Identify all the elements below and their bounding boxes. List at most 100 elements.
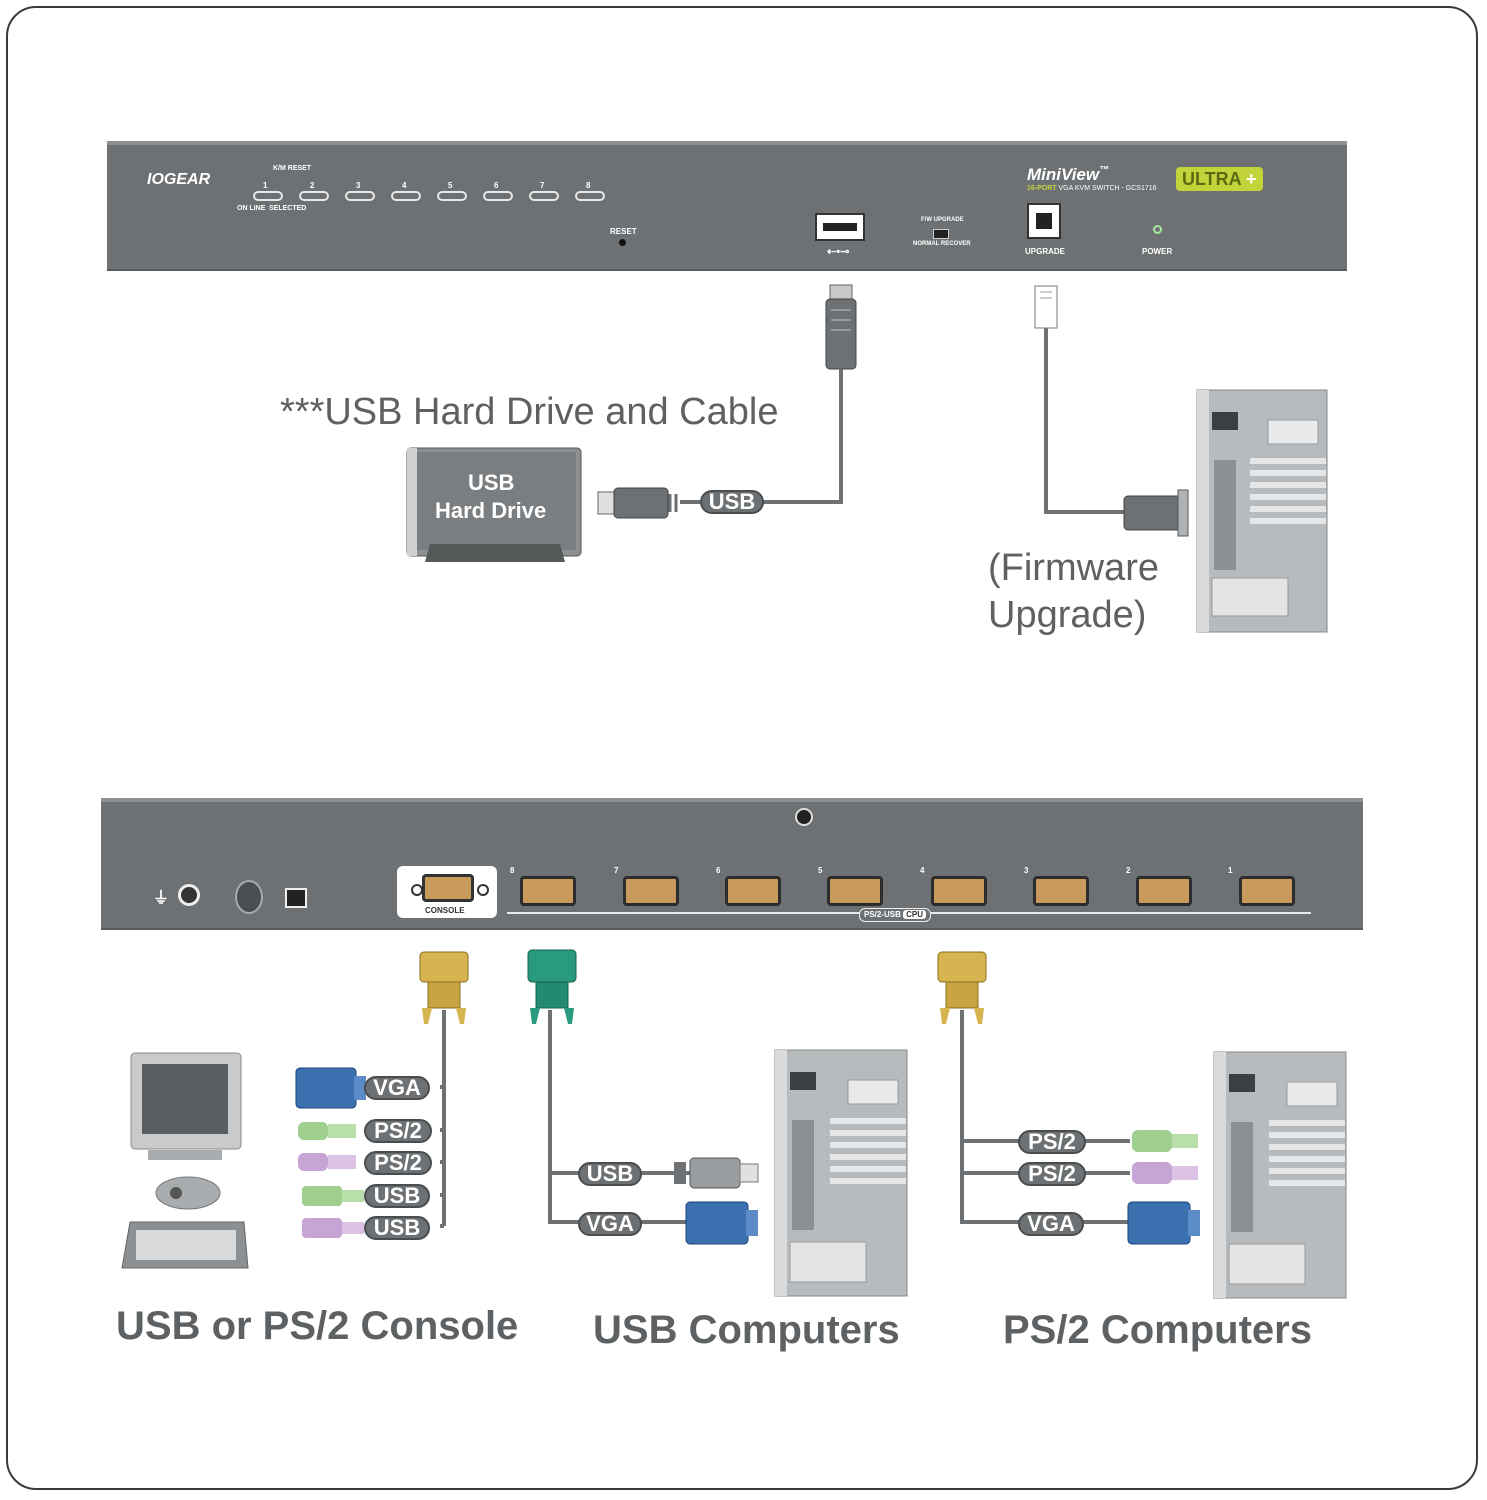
ps2-computer-purple-plug-icon: [1132, 1162, 1198, 1184]
cpu-port-number-3: 3: [1024, 866, 1029, 875]
ps2-computer-tower-icon: [1213, 1051, 1347, 1299]
subtitle-port: 16-PORT: [1027, 185, 1057, 192]
cpu-port-3[interactable]: [1033, 876, 1089, 906]
port-number-2: 2: [310, 181, 315, 190]
cpu-port-1[interactable]: [1239, 876, 1295, 906]
port-button-3[interactable]: [345, 191, 375, 201]
upgrade-port[interactable]: [1027, 203, 1061, 239]
console-caption: USB or PS/2 Console: [116, 1304, 519, 1348]
rj-plug-icon: [1034, 285, 1058, 329]
firmware-cable-line: [1044, 328, 1128, 514]
port-number-3: 3: [356, 181, 361, 190]
ultra-badge: ULTRA +: [1176, 167, 1263, 191]
normal-recover-label: NORMAL RECOVER: [913, 241, 971, 247]
port-number-6: 6: [494, 181, 499, 190]
console-usb-label-1: USB: [364, 1184, 430, 1208]
port-button-1[interactable]: [253, 191, 283, 201]
mount-screw-icon: [795, 808, 813, 826]
kvm-front-panel: IOGEAR K/M RESET 1 2 3 4 5 6 7 8 ON LINE…: [107, 141, 1347, 269]
ps2-computer-vga-plug-icon: [1127, 1201, 1200, 1245]
subtitle-rest: VGA KVM SWITCH - GCS1716: [1058, 185, 1157, 192]
console-cable-line: [440, 1010, 446, 1228]
firmware-upgrade-line1: (Firmware: [988, 547, 1159, 589]
usb-hard-drive-line2: Hard Drive: [435, 498, 547, 523]
power-switch-icon[interactable]: [235, 880, 263, 914]
console-kvm-connector-icon: [419, 951, 469, 1024]
console-ps2-green-plug-icon: [298, 1122, 356, 1140]
usb-port[interactable]: [815, 213, 865, 241]
product-tm: ™: [1099, 165, 1110, 176]
usb-hard-drive-icon: [406, 447, 582, 562]
usb-hard-drive-line1: USB: [468, 470, 515, 495]
cpu-port-7[interactable]: [623, 876, 679, 906]
cpu-port-2[interactable]: [1136, 876, 1192, 906]
monitor-icon: [130, 1052, 242, 1160]
cpu-port-4[interactable]: [931, 876, 987, 906]
cpu-port-5[interactable]: [827, 876, 883, 906]
usb-plug-top-icon: [825, 284, 857, 370]
product-name: MiniView: [1027, 165, 1100, 184]
port-number-4: 4: [402, 181, 407, 190]
console-vga-label: VGA: [364, 1076, 430, 1100]
outer-frame: [6, 6, 1478, 1490]
port-number-5: 5: [448, 181, 453, 190]
upper-wiring-diagram: [406, 284, 1328, 633]
console-usb-label-2: USB: [364, 1216, 430, 1240]
ground-terminal-icon: [178, 884, 200, 906]
port-button-6[interactable]: [483, 191, 513, 201]
cpu-port-number-6: 6: [716, 866, 721, 875]
reset-button[interactable]: [619, 239, 626, 246]
port-button-5[interactable]: [437, 191, 467, 201]
usb-plug-side-icon: [597, 487, 678, 519]
port-number-1: 1: [263, 181, 268, 190]
mouse-icon: [155, 1176, 221, 1210]
usb-computer-cable-line: [548, 1010, 690, 1224]
cpu-port-number-7: 7: [614, 866, 619, 875]
ultra-text: ULTRA: [1182, 169, 1241, 189]
port-button-4[interactable]: [391, 191, 421, 201]
port-button-7[interactable]: [529, 191, 559, 201]
console-vga-plug-icon: [295, 1067, 366, 1109]
miniview-logo: MiniView™: [1027, 165, 1109, 185]
cpu-port-8[interactable]: [520, 876, 576, 906]
usb-computer-vga-plug-icon: [685, 1201, 758, 1245]
ps2usb-text: PS/2-USB: [864, 910, 901, 919]
fw-upgrade-switch[interactable]: [933, 229, 949, 239]
firmware-upgrade-line2: Upgrade): [988, 594, 1147, 636]
ps2-computer-green-plug-icon: [1132, 1130, 1198, 1152]
ps2-kvm-connector-icon: [937, 951, 987, 1024]
usb-cable-line: [760, 369, 843, 504]
dc-power-jack-icon[interactable]: [285, 888, 307, 908]
usb-computers-caption: USB Computers: [593, 1308, 900, 1352]
port-number-7: 7: [540, 181, 545, 190]
cpu-port-number-2: 2: [1126, 866, 1131, 875]
kvm-back-panel: ⏚ CONSOLE 8 7 6 5 4 3 2 1 PS/2-USB CPU: [101, 798, 1363, 928]
cpu-port-number-4: 4: [920, 866, 925, 875]
usb-computer-vga-label: VGA: [578, 1212, 642, 1236]
console-port-box[interactable]: CONSOLE: [397, 866, 497, 918]
online-label: ON LINE: [237, 205, 266, 212]
cpu-port-6[interactable]: [725, 876, 781, 906]
usb-kvm-connector-icon: [527, 949, 577, 1024]
ultra-plus: +: [1246, 169, 1257, 189]
ps2-computer-ps2-label-1: PS/2: [1018, 1130, 1086, 1154]
ps2-computer-cable-line: [960, 1010, 1130, 1224]
port-button-8[interactable]: [575, 191, 605, 201]
km-reset-label: K/M RESET: [273, 165, 312, 172]
ground-icon: ⏚: [153, 890, 170, 907]
console-label: CONSOLE: [425, 906, 465, 915]
ps2-computer-vga-label: VGA: [1018, 1212, 1084, 1236]
console-usb-green-plug-icon: [302, 1186, 364, 1206]
power-label: POWER: [1142, 247, 1173, 256]
console-usb-purple-plug-icon: [302, 1218, 364, 1238]
cpu-text: CPU: [903, 910, 927, 919]
console-ps2-label-1: PS/2: [364, 1119, 432, 1143]
usb-computer-tower-icon: [774, 1049, 908, 1297]
fw-upgrade-label: F/W UPGRADE: [921, 217, 964, 223]
iogear-logo: IOGEAR: [147, 171, 211, 188]
usb-symbol-icon: ⇠•⊸: [827, 246, 850, 258]
cpu-port-number-1: 1: [1228, 866, 1233, 875]
port-button-2[interactable]: [299, 191, 329, 201]
cpu-port-number-8: 8: [510, 866, 515, 875]
